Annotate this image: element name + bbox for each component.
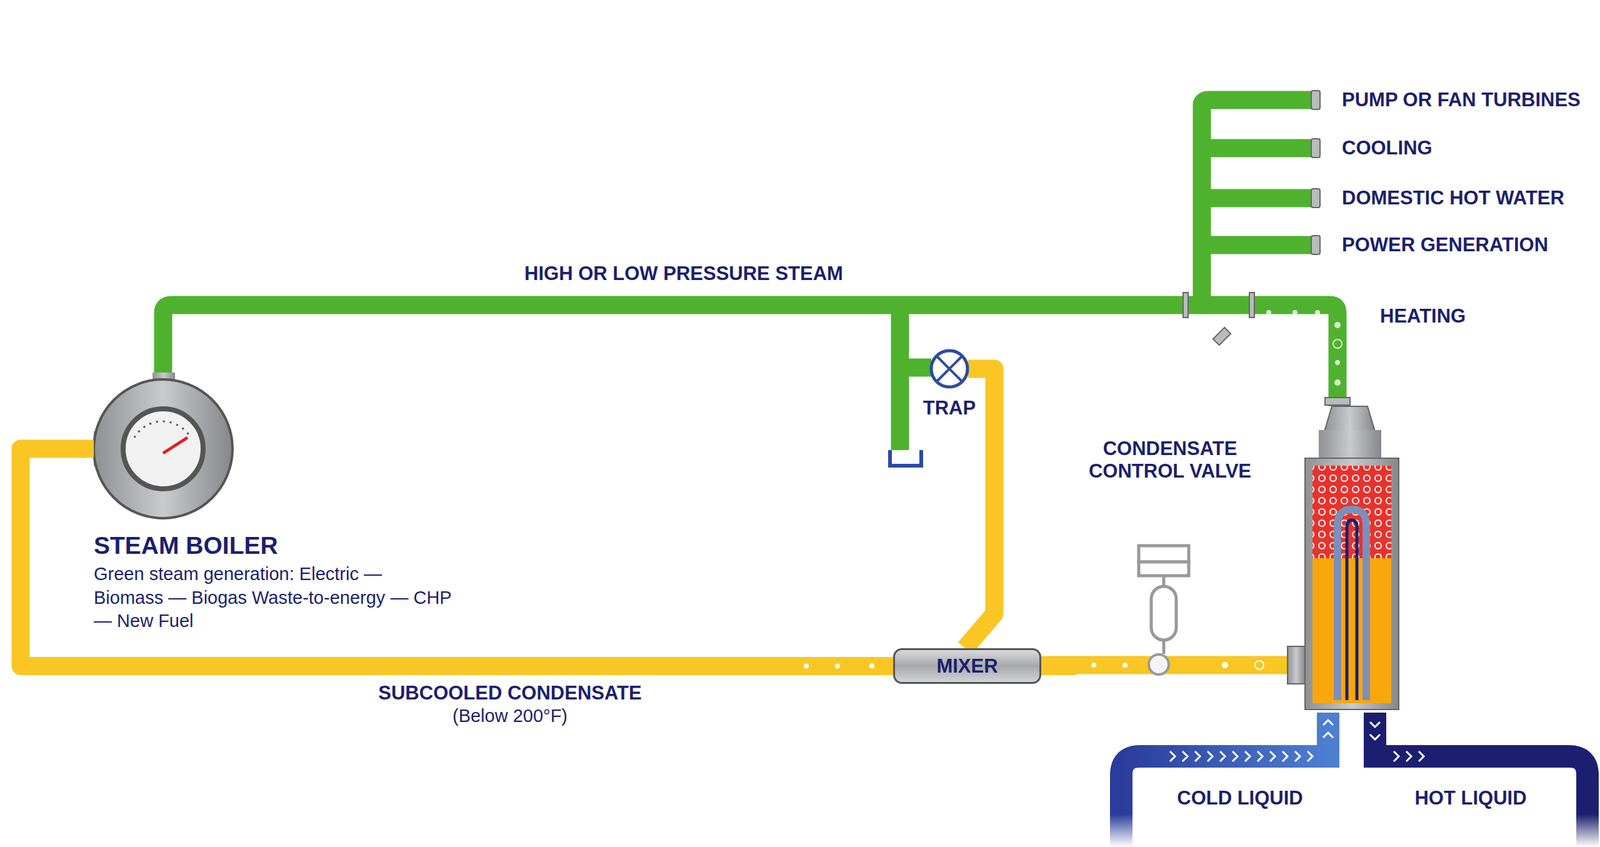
pipe-label: COOLING [1341, 136, 1433, 160]
node-body: Green steam generation: Electric — Bioma… [93, 562, 457, 634]
pipe-label: HOT LIQUID [1414, 786, 1527, 810]
control-valve: CONDENSATE CONTROL VALVE [1076, 437, 1264, 683]
flow-dot [835, 663, 840, 669]
pipe-label: COLD LIQUID [1176, 786, 1304, 810]
pipe-label: DOMESTIC HOT WATER [1341, 186, 1565, 210]
flow-dot [869, 663, 875, 669]
steam-trap: TRAP [918, 346, 981, 420]
condensate-pipe [1041, 656, 1077, 675]
condensate-pipe [20, 448, 894, 667]
pipe-label: POWER GENERATION [1341, 233, 1549, 257]
pipe-label: HIGH OR LOW PRESSURE STEAM [524, 262, 844, 285]
flow-dot [803, 663, 809, 669]
node-title: CONDENSATE CONTROL VALVE [1076, 437, 1264, 482]
steam-boiler: STEAM BOILERGreen steam generation: Elec… [93, 379, 482, 634]
mixer: MIXER [893, 648, 1042, 684]
pipe-label: (Below 200°F) [452, 705, 568, 727]
trap-symbol [927, 346, 972, 391]
valve-actuator [1126, 542, 1202, 687]
node-title: STEAM BOILER [93, 531, 482, 560]
node-title: MIXER [936, 655, 998, 678]
pipe-label: PUMP OR FAN TURBINES [1341, 88, 1581, 112]
node-title: TRAP [918, 396, 981, 420]
pipe-label: HEATING [1380, 305, 1466, 328]
pipe-label: SUBCOOLED CONDENSATE [378, 681, 642, 705]
